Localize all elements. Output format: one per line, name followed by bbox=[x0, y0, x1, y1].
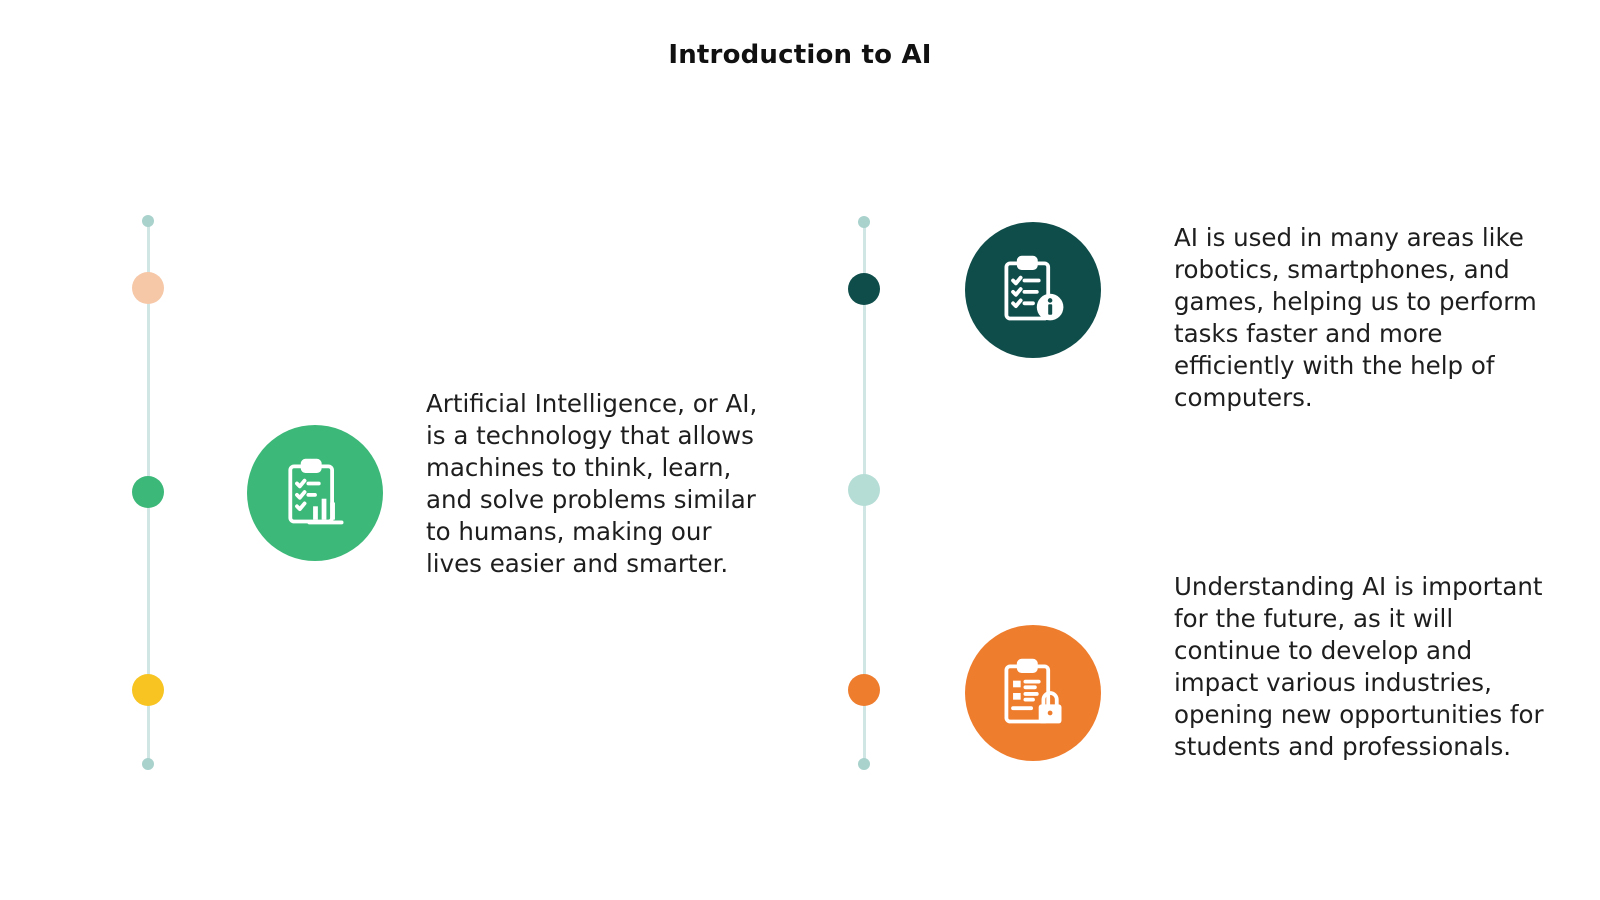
clipboard-lock-icon bbox=[965, 625, 1101, 761]
clipboard-chart-icon bbox=[247, 425, 383, 561]
block-2-description: AI is used in many areas like robotics, … bbox=[1174, 223, 1537, 412]
left-timeline-dot-peach bbox=[132, 272, 164, 304]
right-timeline-start-dot bbox=[858, 216, 870, 228]
block-3-description: Understanding AI is important for the fu… bbox=[1174, 572, 1544, 761]
left-timeline-dot-green bbox=[132, 476, 164, 508]
left-timeline-dot-yellow bbox=[132, 674, 164, 706]
right-timeline-dot-light-teal bbox=[848, 474, 880, 506]
block-1-description: Artificial Intelligence, or AI, is a tec… bbox=[426, 389, 758, 578]
right-timeline-dot-orange bbox=[848, 674, 880, 706]
slide-title: Introduction to AI bbox=[668, 40, 932, 70]
right-timeline-end-dot bbox=[858, 758, 870, 770]
left-timeline-start-dot bbox=[142, 215, 154, 227]
clipboard-info-icon bbox=[965, 222, 1101, 358]
left-timeline-end-dot bbox=[142, 758, 154, 770]
right-timeline-dot-dark-teal bbox=[848, 273, 880, 305]
